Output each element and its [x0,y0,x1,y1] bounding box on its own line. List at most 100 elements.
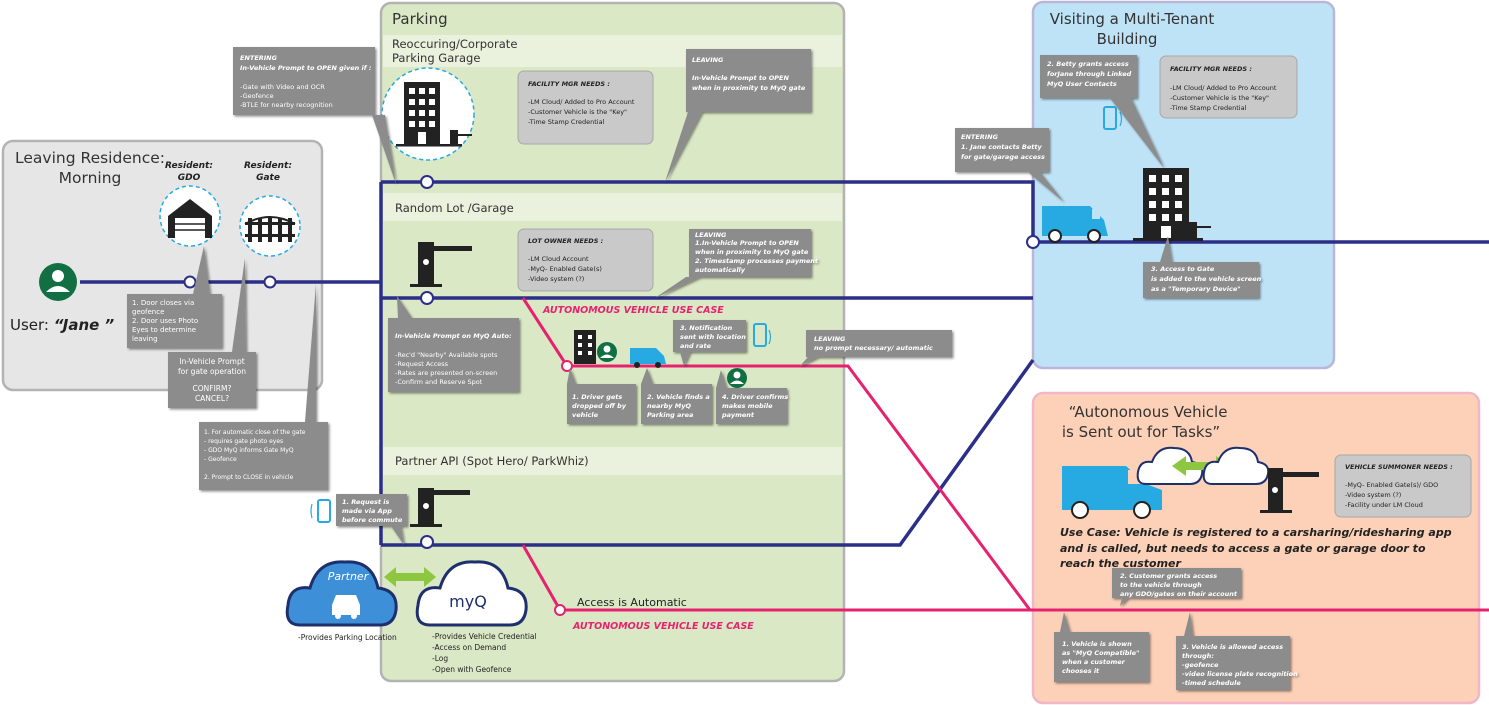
partner-cloud-label: Partner [328,570,370,583]
svg-text:VEHICLE SUMMONER NEEDS :: VEHICLE SUMMONER NEEDS : [1345,463,1453,471]
user-avatar-icon [39,263,77,301]
navy-flow-lines [80,180,1489,547]
svg-text:-LM Cloud/ Added to Pro Accoun: -LM Cloud/ Added to Pro Account [528,98,635,106]
svg-text:Eyes to determine: Eyes to determine [132,326,196,334]
step-1-callout: 1. Driver gets dropped off by vehicle [567,368,636,424]
svg-text:dropped off by: dropped off by [572,402,627,410]
svg-text:LEAVING: LEAVING [814,335,846,343]
svg-text:chooses it: chooses it [1062,667,1100,675]
gdo-label-2: GDO [178,173,201,183]
svg-text:-MyQ- Enabled Gate(s)/ GDO: -MyQ- Enabled Gate(s)/ GDO [1345,481,1438,489]
svg-text:and rate: and rate [680,342,712,350]
autonomous-use-case-label: AUTONOMOUS VEHICLE USE CASE [542,305,724,316]
svg-text:3. Vehicle is allowed access: 3. Vehicle is allowed access [1182,643,1283,651]
use-case-text: Use Case: Vehicle is registered to a car… [1060,526,1452,570]
garage-icon [159,185,221,247]
summoner-needs-box: VEHICLE SUMMONER NEEDS : -MyQ- Enabled G… [1334,454,1472,518]
svg-text:FACILITY MGR NEEDS :: FACILITY MGR NEEDS : [528,80,610,88]
notification-callout: 3. Notification sent with location and r… [673,320,746,366]
corporate-title-1: Reoccuring/Corporate [392,37,517,51]
svg-text:and is called, but needs to ac: and is called, but needs to access a gat… [1060,542,1426,555]
driver-avatar-icon [727,368,747,388]
auto-close-callout: 1. For automatic close of the gate - req… [199,284,328,490]
svg-text:forJane through Linked: forJane through Linked [1047,70,1132,78]
residence-title-2: Morning [59,169,122,187]
svg-text:-Request Access: -Request Access [395,360,449,368]
van-icon [630,348,666,368]
svg-text:payment: payment [721,411,755,419]
svg-text:-Facility under LM Cloud: -Facility under LM Cloud [1345,501,1423,509]
autonomous-line-1 [521,297,1489,612]
svg-text:as "MyQ Compatible": as "MyQ Compatible" [1062,649,1139,657]
svg-text:-BTLE for nearby recognition: -BTLE for nearby recognition [240,101,333,109]
phone-icon [753,323,772,347]
svg-text:-Gate with Video and OCR: -Gate with Video and OCR [240,83,325,91]
svg-text:In-Vehicle Prompt: In-Vehicle Prompt [179,357,244,366]
corporate-line [381,180,1489,244]
node-multitenant [1026,235,1040,249]
svg-text:-Open with Geofence: -Open with Geofence [432,665,512,674]
cloud-icon [1136,446,1204,485]
tenant-access-callout: 3. Access to Gate is added to the vehicl… [1143,236,1262,298]
betty-callout: 2. Betty grants access forJane through L… [1040,55,1164,168]
svg-text:- Geofence: - Geofence [204,456,237,463]
random-lot-gate-icon [410,242,472,287]
myq-cloud-icon: myQ [415,560,528,627]
svg-text:to the vehicle through: to the vehicle through [1120,581,1202,589]
gdo-callout: 1. Door closes via geofence 2. Door uses… [127,246,222,348]
multitenant-title-2: Building [1097,30,1158,48]
svg-text:makes mobile: makes mobile [722,402,773,410]
svg-text:is added to the vehicle screen: is added to the vehicle screen [1151,275,1262,283]
autonomous-gate-icon [1260,468,1319,513]
corporate-entering-callout: ENTERING In-Vehicle Prompt to OPEN given… [233,47,396,184]
corporate-leaving-callout: LEAVING In-Vehicle Prompt to OPEN when i… [665,49,811,182]
svg-text:2. Timestamp processes payment: 2. Timestamp processes payment [695,257,819,265]
svg-text:-Video system (?): -Video system (?) [1345,491,1401,499]
svg-text:ENTERING: ENTERING [240,54,278,62]
request-callout: 1. Request is made via App before commut… [336,494,407,545]
partner-provides: -Provides Parking Location [298,633,397,642]
svg-text:3. Access to Gate: 3. Access to Gate [1151,265,1215,273]
svg-text:-Time Stamp Credential: -Time Stamp Credential [528,118,605,126]
lot-owner-needs-box: LOT OWNER NEEDS : -LM Cloud Account -MyQ… [517,228,654,292]
svg-text:-Geofence: -Geofence [240,92,274,100]
gate-icon [239,195,301,257]
multitenant-title-1: Visiting a Multi-Tenant [1050,10,1215,28]
svg-text:In-Vehicle Prompt to OPEN: In-Vehicle Prompt to OPEN [692,74,789,82]
svg-text:1. Request is: 1. Request is [342,498,390,506]
svg-text:-Rates are presented on-screen: -Rates are presented on-screen [395,369,497,377]
autonomous-title-1: “Autonomous Vehicle [1069,403,1228,421]
access-automatic-label: Access is Automatic [577,596,687,609]
svg-text:-video license plate recogniti: -video license plate recognition [1182,670,1298,678]
customer-grant-callout: 2. Customer grants access to the vehicle… [1112,568,1241,606]
svg-text:1. Jane contacts Betty: 1. Jane contacts Betty [961,143,1042,151]
svg-text:as a "Temporary Device": as a "Temporary Device" [1151,285,1241,293]
svg-text:-Confirm and Reserve Spot: -Confirm and Reserve Spot [395,378,483,386]
svg-text:-Time Stamp Credential: -Time Stamp Credential [1170,104,1247,112]
svg-text:-timed schedule: -timed schedule [1182,679,1241,687]
svg-text:-Rec'd "Nearby" Available spot: -Rec'd "Nearby" Available spots [395,351,498,359]
node-corporate [420,175,434,189]
svg-text:- requires gate photo eyes: - requires gate photo eyes [204,438,283,445]
autonomous-title-2: is Sent out for Tasks” [1062,423,1220,441]
node-gate [263,275,277,289]
facility-needs-box: FACILITY MGR NEEDS : -LM Cloud/ Added to… [517,70,654,145]
tenant-building-icon [1133,168,1211,241]
svg-text:1. Driver gets: 1. Driver gets [572,393,622,401]
svg-text:4. Driver confirms: 4. Driver confirms [722,393,788,401]
svg-text:2. Door uses Photo: 2. Door uses Photo [132,317,198,325]
svg-text:automatically: automatically [695,266,746,274]
partner-line-to-multitenant [381,358,1035,547]
phone-icon [310,499,331,523]
autonomous-use-case-label-2: AUTONOMOUS VEHICLE USE CASE [572,621,754,632]
svg-text:2. Customer grants access: 2. Customer grants access [1120,572,1217,580]
svg-text:geofence: geofence [132,308,164,316]
svg-text:before commute: before commute [342,516,403,524]
svg-text:3. Notification: 3. Notification [680,324,733,332]
svg-text:Use Case: Vehicle is registere: Use Case: Vehicle is registered to a car… [1060,526,1452,539]
svg-text:2. Vehicle finds a: 2. Vehicle finds a [647,393,710,401]
svg-text:leaving: leaving [132,335,158,343]
partner-api-title: Partner API (Spot Hero/ ParkWhiz) [395,454,589,468]
svg-text:2. Betty grants access: 2. Betty grants access [1047,60,1129,68]
